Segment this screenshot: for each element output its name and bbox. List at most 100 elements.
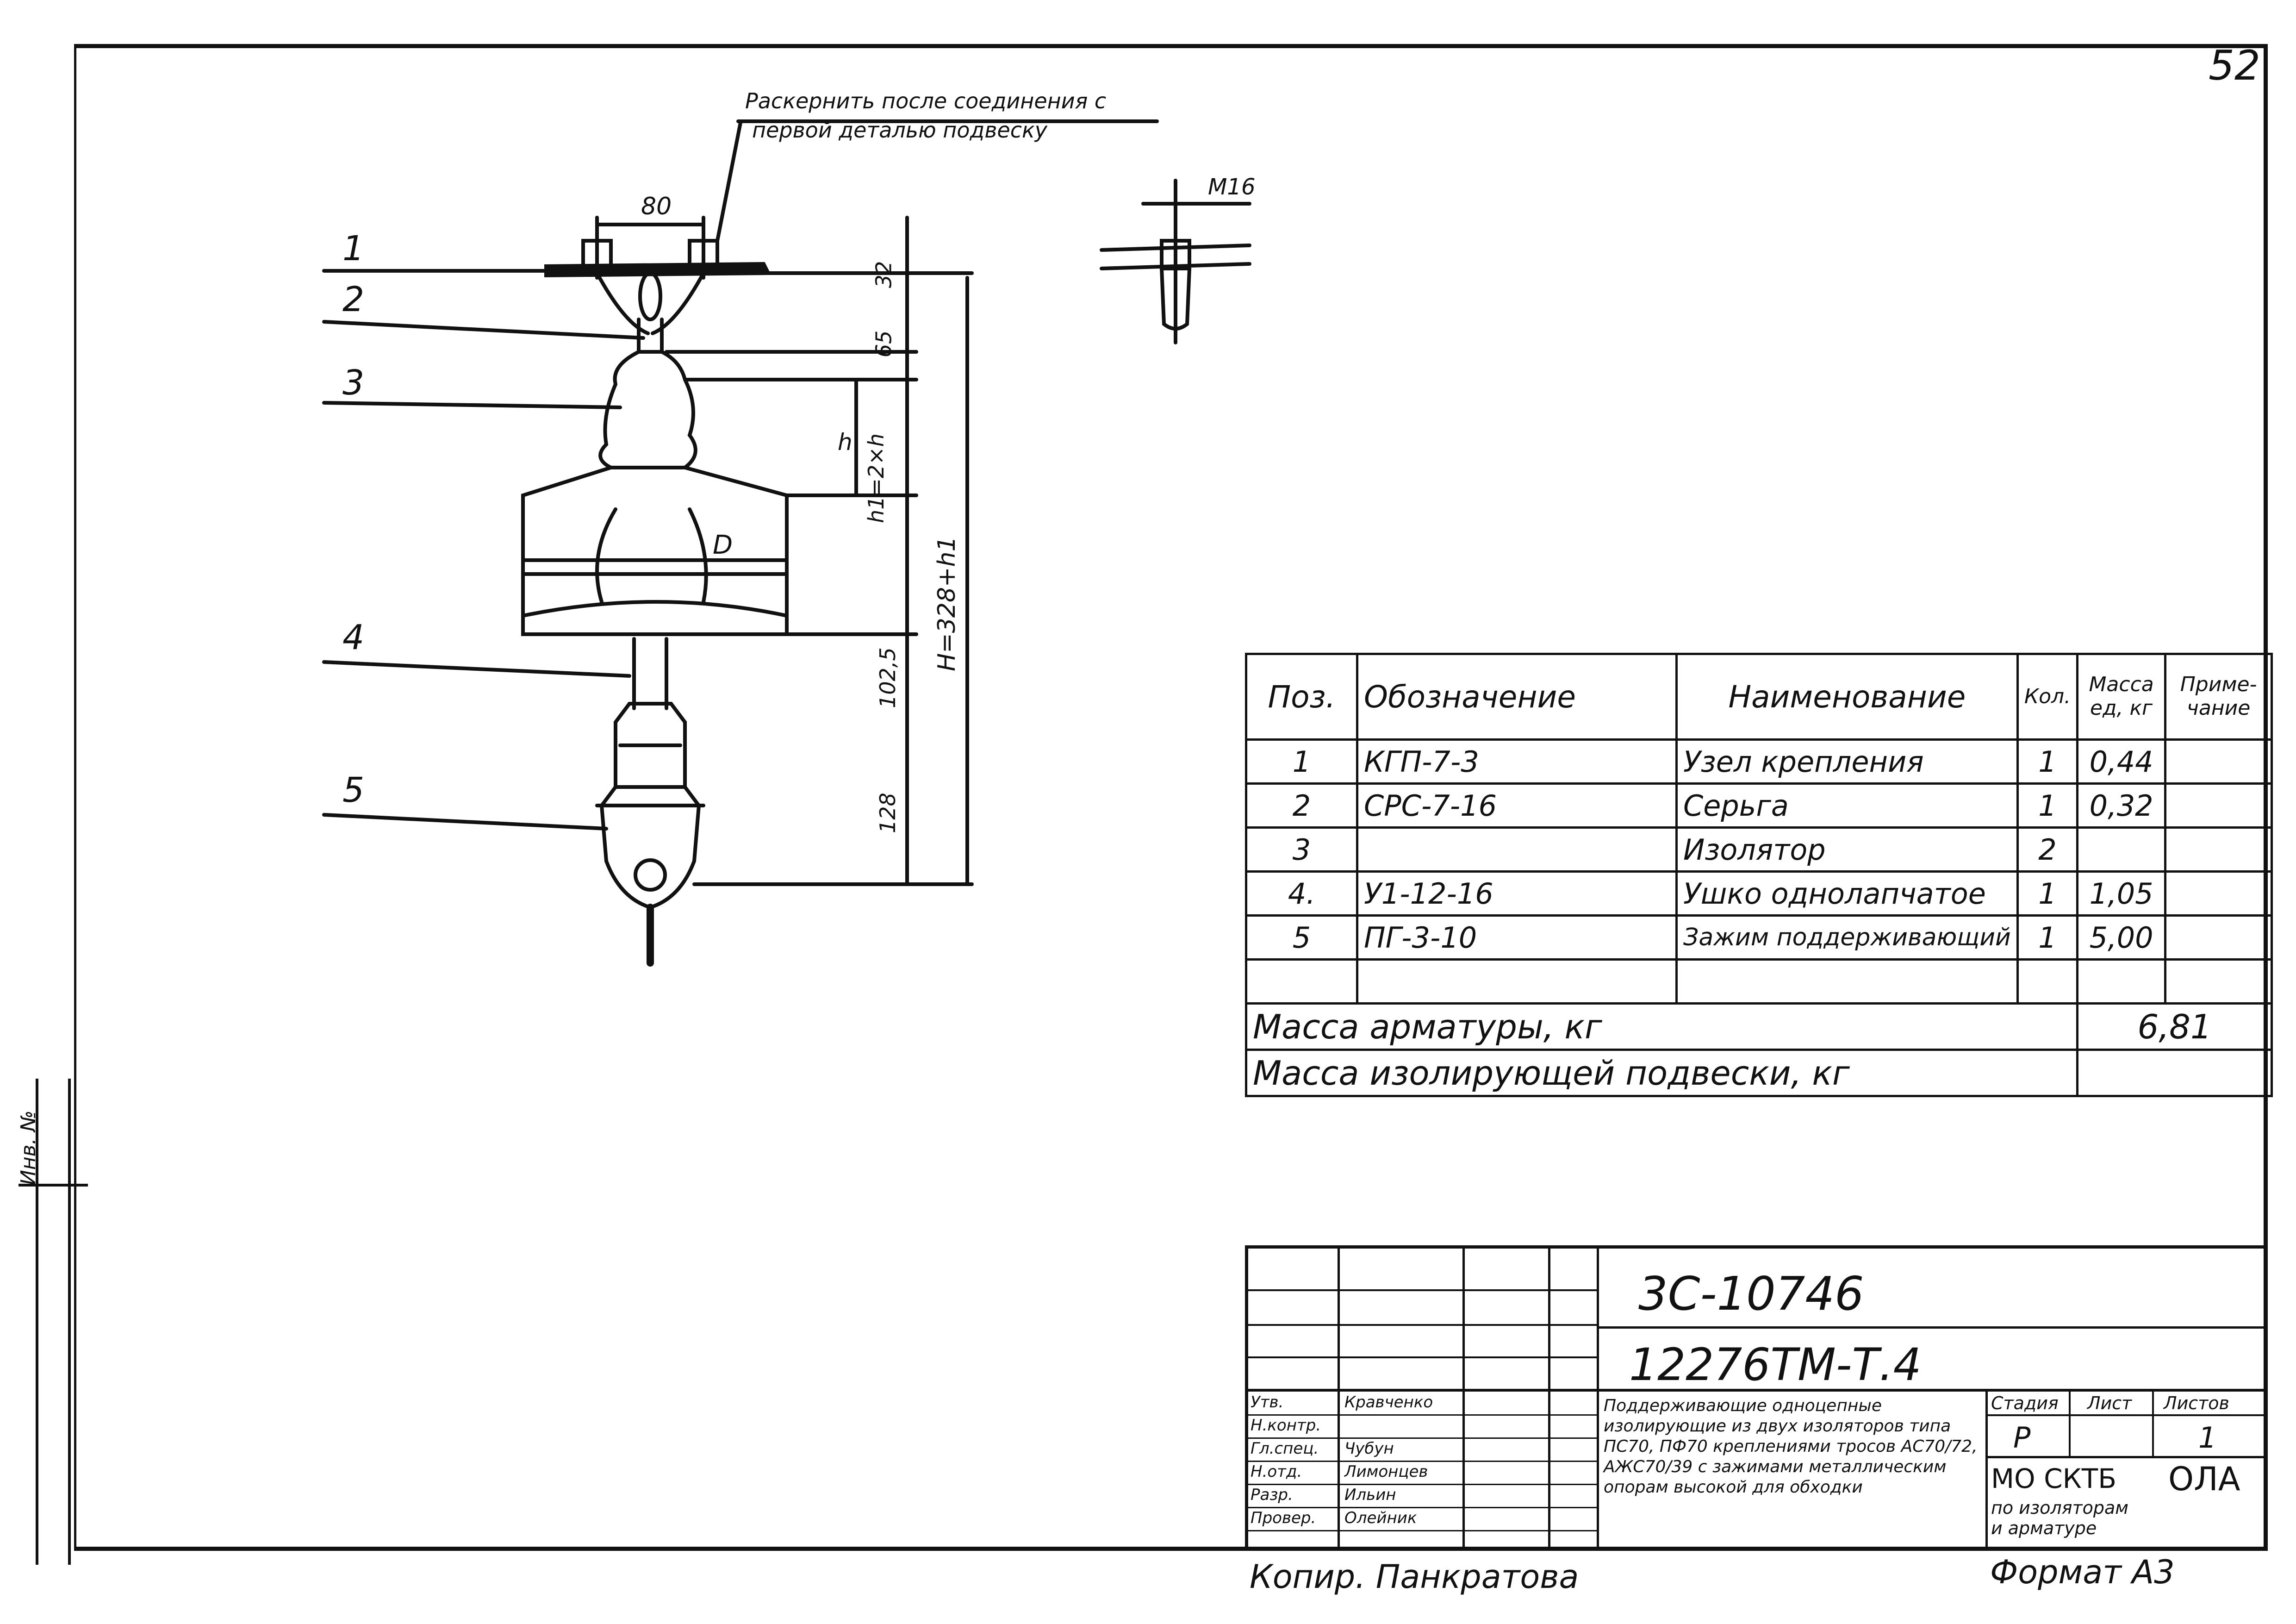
header-name: Наименование xyxy=(1675,653,2019,741)
role-developer: Разр. xyxy=(1251,1486,1293,1504)
pos-label-3: 3 xyxy=(342,363,365,403)
header-qty: Кол. xyxy=(2016,653,2079,741)
leader-5 xyxy=(322,813,608,831)
leader-2 xyxy=(322,320,645,340)
leader-3 xyxy=(322,401,622,409)
row-name: Узел крепления xyxy=(1675,738,2019,785)
role-norm-control: Н.контр. xyxy=(1251,1416,1321,1435)
specification-table: Поз. Обозначение Наименование Кол. Масса… xyxy=(1244,653,2273,1097)
clevis-eye xyxy=(638,271,662,321)
row-pos: 3 xyxy=(1245,826,1358,873)
row-note xyxy=(2164,782,2273,829)
dim-128-label: 128 xyxy=(875,793,900,833)
stage-value: Р xyxy=(2013,1421,2031,1455)
margin-stamp xyxy=(19,1079,88,1565)
row-mass: 0,32 xyxy=(2076,782,2167,829)
assembly-mass-row: Масса изолирующей подвески, кг xyxy=(1244,1049,2273,1097)
row-mass xyxy=(2076,826,2167,873)
row-designation: У1-12-16 xyxy=(1356,870,1678,917)
fitting-mass-label: Масса арматуры, кг xyxy=(1244,1002,2079,1051)
dim-32-label: 32 xyxy=(871,261,896,288)
header-designation: Обозначение xyxy=(1356,653,1678,741)
row-mass: 5,00 xyxy=(2076,914,2167,961)
row-qty: 1 xyxy=(2016,914,2079,961)
dim-102-5-label: 102,5 xyxy=(875,647,900,708)
pos-label-5: 5 xyxy=(342,770,365,810)
org-logo: ОЛА xyxy=(2168,1460,2240,1498)
table-row: 1 КГП-7-3 Узел крепления 1 0,44 xyxy=(1245,738,2273,785)
row-pos xyxy=(1245,958,1358,1005)
org-name: МО СКТБ xyxy=(1991,1463,2117,1494)
role-dept-head: Н.отд. xyxy=(1251,1462,1302,1481)
signer-name: Лимонцев xyxy=(1344,1462,1428,1481)
spec-header-row: Поз. Обозначение Наименование Кол. Масса… xyxy=(1245,653,2273,741)
row-designation: ПГ-3-10 xyxy=(1356,914,1678,961)
sheets-label: Листов xyxy=(2164,1393,2229,1413)
title-block: 3С-10746 12276ТМ-Т.4 Утв. Н.контр. Гл.сп… xyxy=(1245,1245,2268,1551)
note-line-2: первой деталью подвеску xyxy=(752,118,1048,143)
assembly-mass-value xyxy=(2076,1049,2273,1097)
table-row: 4. У1-12-16 Ушко однолапчатое 1 1,05 xyxy=(1245,870,2273,917)
pos-label-1: 1 xyxy=(342,229,365,269)
stage-label: Стадия xyxy=(1991,1393,2059,1413)
dim-h1-label: h1=2×h xyxy=(864,433,889,523)
table-row: 5 ПГ-3-10 Зажим поддерживающий 1 5,00 xyxy=(1245,914,2273,961)
fitting-mass-value: 6,81 xyxy=(2076,1002,2273,1051)
row-designation xyxy=(1356,826,1678,873)
row-mass: 1,05 xyxy=(2076,870,2167,917)
header-note: Приме-чание xyxy=(2164,653,2273,741)
header-pos: Поз. xyxy=(1245,653,1358,741)
row-qty: 1 xyxy=(2016,738,2079,785)
row-qty xyxy=(2016,958,2079,1005)
sheet-label: Лист xyxy=(2087,1393,2132,1413)
doc-code-primary: 3С-10746 xyxy=(1638,1267,1864,1321)
fitting-mass-row: Масса арматуры, кг 6,81 xyxy=(1244,1002,2273,1051)
row-note xyxy=(2164,738,2273,785)
row-name: Ушко однолапчатое xyxy=(1675,870,2019,917)
insulator-disc xyxy=(521,466,789,636)
dim-h-label: h xyxy=(838,429,852,456)
sheet-format: Формат А3 xyxy=(1990,1553,2175,1591)
copied-by: Копир. Панкратова xyxy=(1250,1558,1579,1596)
row-qty: 1 xyxy=(2016,782,2079,829)
signer-name: Ильин xyxy=(1344,1486,1396,1504)
pos-label-4: 4 xyxy=(342,618,365,657)
table-row xyxy=(1245,958,2273,1005)
signer-name: Чубун xyxy=(1344,1439,1394,1458)
row-mass xyxy=(2076,958,2167,1005)
row-name: Изолятор xyxy=(1675,826,2019,873)
org-subtitle-1: по изоляторам xyxy=(1991,1498,2128,1518)
row-designation: СРС-7-16 xyxy=(1356,782,1678,829)
row-designation xyxy=(1356,958,1678,1005)
row-name xyxy=(1675,958,2019,1005)
margin-stamp-text: Инв. № xyxy=(17,1110,40,1185)
row-designation: КГП-7-3 xyxy=(1356,738,1678,785)
row-pos: 1 xyxy=(1245,738,1358,785)
dim-65-label: 65 xyxy=(871,330,896,358)
table-row: 3 Изолятор 2 xyxy=(1245,826,2273,873)
thread-label: М16 xyxy=(1208,174,1256,200)
role-chief-spec: Гл.спец. xyxy=(1251,1439,1319,1458)
signer-name: Олейник xyxy=(1344,1509,1417,1527)
row-mass: 0,44 xyxy=(2076,738,2167,785)
row-name: Серьга xyxy=(1675,782,2019,829)
insulator-cap xyxy=(598,350,697,469)
role-approved: Утв. xyxy=(1251,1393,1284,1412)
sheets-value: 1 xyxy=(2198,1421,2217,1455)
page-number: 52 xyxy=(2209,42,2260,89)
dim-D-label: D xyxy=(713,530,733,560)
leader-4 xyxy=(322,660,631,678)
clevis-arms xyxy=(595,271,705,335)
signer-name: Кравченко xyxy=(1344,1393,1433,1412)
row-qty: 1 xyxy=(2016,870,2079,917)
row-note xyxy=(2164,870,2273,917)
pos-label-2: 2 xyxy=(342,280,365,319)
row-pos: 4. xyxy=(1245,870,1358,917)
assembly-mass-label: Масса изолирующей подвески, кг xyxy=(1244,1049,2079,1097)
doc-code-secondary: 12276ТМ-Т.4 xyxy=(1629,1339,1922,1391)
row-qty: 2 xyxy=(2016,826,2079,873)
org-subtitle-2: и арматуре xyxy=(1991,1518,2097,1538)
row-pos: 2 xyxy=(1245,782,1358,829)
row-note xyxy=(2164,914,2273,961)
